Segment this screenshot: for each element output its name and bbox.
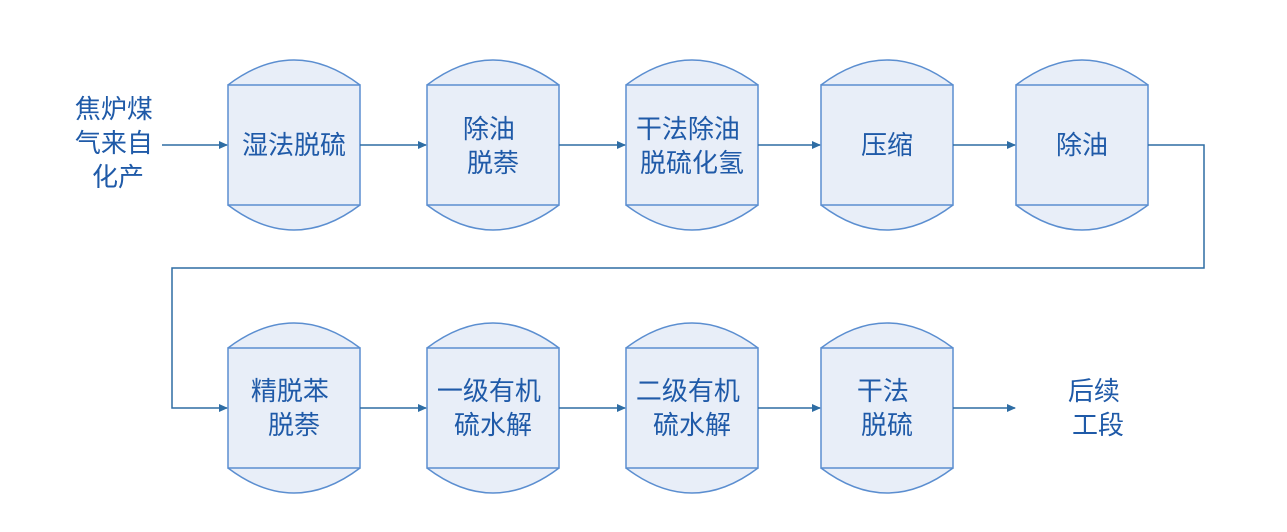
vessel-label-line: 干法除油 (636, 115, 740, 145)
output-line-1: 后续 (1068, 377, 1120, 407)
vessel-label-line: 精脱苯 (251, 377, 329, 407)
vessel-label-line: 压缩 (861, 131, 913, 161)
output-line-2: 工段 (1072, 411, 1124, 441)
vessel-wet-desulfurization: 湿法脱硫 (227, 59, 361, 231)
vessel-label-line: 二级有机 (636, 377, 740, 407)
vessel-label-line: 脱硫 (861, 411, 913, 441)
vessel-compression: 压缩 (820, 59, 954, 231)
svg-text:干法除油 脱硫化氢: 干法除油 脱硫化氢 (636, 115, 748, 179)
vessel-label-line: 除油 (463, 115, 515, 145)
vessel-label-line: 脱萘 (467, 149, 519, 179)
output-label: 后续 工段 (1068, 377, 1128, 441)
vessel-oil-removal: 除油 (1015, 59, 1149, 231)
vessel-label-line: 硫水解 (653, 411, 731, 441)
vessel-label-line: 湿法脱硫 (242, 131, 346, 161)
svg-text:精脱苯 脱萘: 精脱苯 脱萘 (251, 377, 337, 441)
svg-text:除油: 除油 (1056, 131, 1108, 161)
vessel-first-organic-sulfur-hydrolysis: 一级有机 硫水解 (426, 322, 560, 494)
vessel-label-line: 脱萘 (268, 411, 320, 441)
svg-text:湿法脱硫: 湿法脱硫 (242, 131, 346, 161)
vessel-label-line: 脱硫化氢 (640, 149, 744, 179)
vessel-dry-oil-h2s-removal: 干法除油 脱硫化氢 (625, 59, 759, 231)
vessel-label-line: 硫水解 (454, 411, 532, 441)
input-line-3: 化产 (92, 163, 144, 193)
vessel-label-line: 一级有机 (437, 377, 541, 407)
input-label: 焦炉煤 气来自 化产 (75, 95, 161, 193)
vessel-oil-removal-denaphthalene: 除油 脱萘 (426, 59, 560, 231)
input-line-1: 焦炉煤 (75, 95, 153, 125)
svg-text:压缩: 压缩 (861, 131, 913, 161)
vessel-dry-desulfurization: 干法 脱硫 (820, 322, 954, 494)
connector-row1-to-row2 (171, 144, 1205, 412)
vessel-label-line: 除油 (1056, 131, 1108, 161)
vessel-second-organic-sulfur-hydrolysis: 二级有机 硫水解 (625, 322, 759, 494)
vessel-fine-debenzene-denaphthalene: 精脱苯 脱萘 (227, 322, 361, 494)
svg-text:二级有机 硫水解: 二级有机 硫水解 (636, 377, 748, 441)
svg-text:除油 脱萘: 除油 脱萘 (463, 115, 523, 179)
svg-text:一级有机 硫水解: 一级有机 硫水解 (437, 377, 549, 441)
input-line-2: 气来自 (75, 129, 153, 159)
svg-text:干法 脱硫: 干法 脱硫 (857, 377, 917, 441)
vessel-label-line: 干法 (857, 377, 909, 407)
